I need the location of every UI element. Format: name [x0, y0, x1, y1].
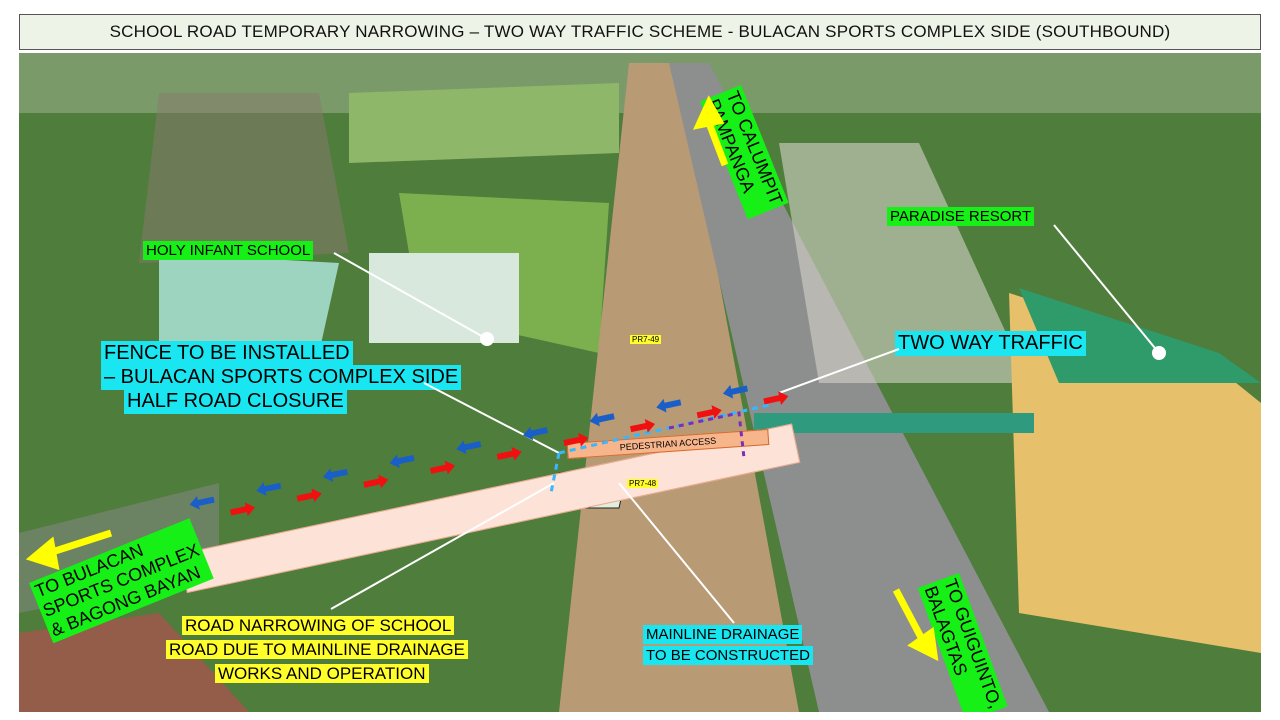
pier-label-pr7-49: PR7-49: [630, 335, 662, 344]
label-fence-1: FENCE TO BE INSTALLED: [101, 341, 353, 366]
label-narrowing-1: ROAD NARROWING OF SCHOOL: [182, 616, 455, 635]
label-fence-3: HALF ROAD CLOSURE: [124, 389, 347, 414]
label-paradise-resort: PARADISE RESORT: [887, 207, 1035, 226]
page-title: SCHOOL ROAD TEMPORARY NARROWING – TWO WA…: [19, 14, 1261, 50]
pier-label-pr7-48: PR7-48: [627, 479, 659, 488]
label-holy-infant-school: HOLY INFANT SCHOOL: [143, 241, 314, 260]
aerial-photo: HOLY INFANT SCHOOL PARADISE RESORT FENCE…: [19, 53, 1261, 712]
label-drainage-1: MAINLINE DRAINAGE: [643, 625, 803, 644]
label-two-way-traffic: TWO WAY TRAFFIC: [895, 331, 1086, 356]
label-fence-2: – BULACAN SPORTS COMPLEX SIDE: [101, 365, 462, 390]
label-narrowing-2: ROAD DUE TO MAINLINE DRAINAGE: [166, 640, 468, 659]
label-narrowing-3: WORKS AND OPERATION: [215, 664, 429, 683]
label-drainage-2: TO BE CONSTRUCTED: [643, 646, 813, 665]
